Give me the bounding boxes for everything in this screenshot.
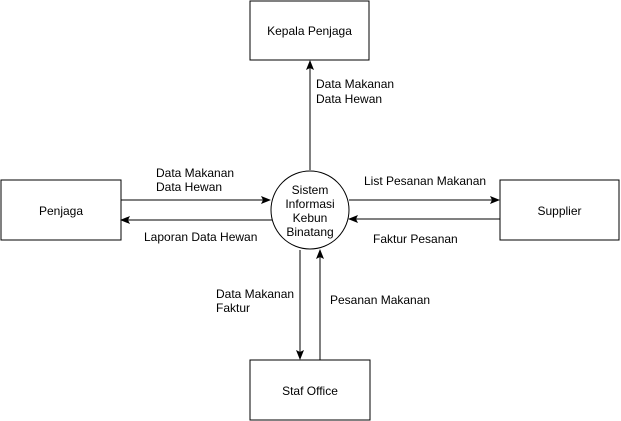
process-label-line-2: Informasi: [285, 197, 334, 211]
entity-kepala-penjaga: Kepala Penjaga: [249, 0, 370, 61]
process-sistem-informasi-kebun-binatang: Sistem Informasi Kebun Binatang: [270, 170, 350, 250]
flow-label-to-penjaga: Laporan Data Hewan: [144, 230, 257, 244]
entity-kepala-penjaga-label: Kepala Penjaga: [267, 24, 352, 38]
flow-label-from-penjaga-1: Data Makanan: [156, 166, 234, 180]
flow-label-from-staf: Pesanan Makanan: [330, 293, 430, 307]
process-label-line-4: Binatang: [286, 225, 333, 239]
flow-label-from-penjaga-2: Data Hewan: [156, 180, 222, 194]
flow-label-to-staf-1: Data Makanan: [216, 287, 294, 301]
flow-label-to-kepala-1: Data Makanan: [316, 77, 394, 91]
flow-label-to-staf-2: Faktur: [216, 301, 250, 315]
entity-staf-office: Staf Office: [249, 359, 371, 421]
flow-label-from-supplier: Faktur Pesanan: [373, 232, 458, 246]
entity-staf-office-label: Staf Office: [282, 384, 338, 398]
entity-supplier-label: Supplier: [537, 204, 581, 218]
entity-penjaga-label: Penjaga: [39, 204, 83, 218]
process-label-line-3: Kebun: [293, 211, 328, 225]
flow-label-to-kepala-2: Data Hewan: [316, 92, 382, 106]
flow-label-to-supplier: List Pesanan Makanan: [364, 174, 486, 188]
process-label-line-1: Sistem: [292, 183, 329, 197]
entity-supplier: Supplier: [499, 179, 620, 241]
entity-penjaga: Penjaga: [0, 179, 122, 241]
